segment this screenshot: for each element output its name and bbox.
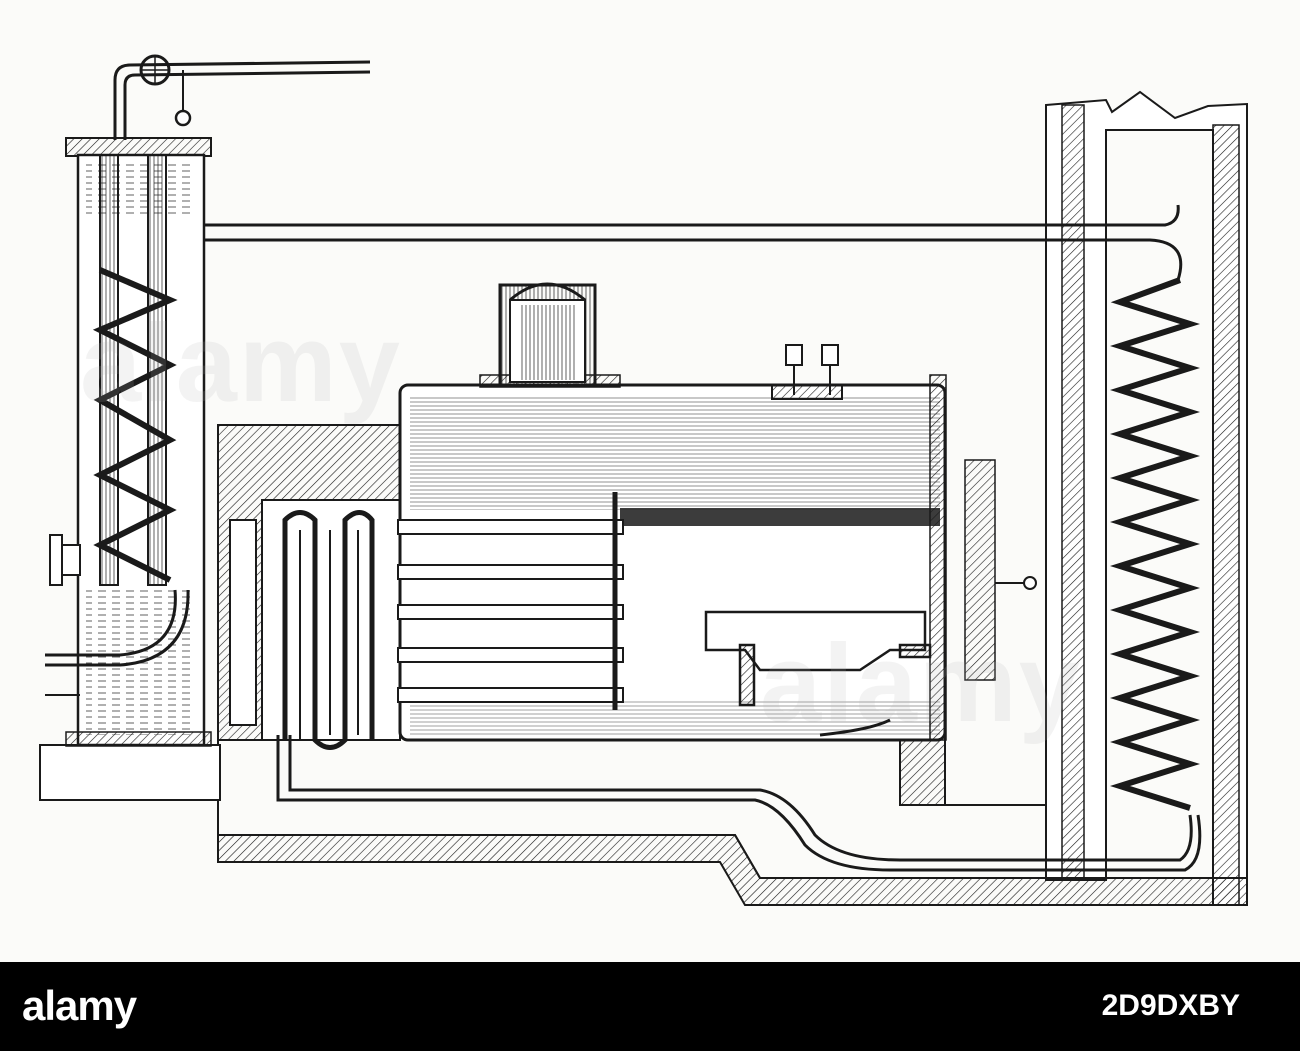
boiler-engraving (39, 54, 1248, 906)
chimney-flue (1045, 90, 1248, 906)
image-id: 2D9DXBY (1101, 989, 1240, 1022)
steam-dome (498, 282, 597, 387)
flue-coil (1109, 277, 1201, 811)
boiler-shell (398, 374, 1037, 742)
feed-water-heater (39, 137, 221, 801)
engraving-illustration: alamy alamy (39, 54, 1248, 906)
fire-tubes (397, 492, 624, 710)
grate (704, 610, 932, 707)
smokebox-coil (282, 510, 375, 750)
footer-bar: alamy 2D9DXBY (0, 962, 1300, 1051)
safety-valves (771, 344, 843, 400)
top-valve-wheel (113, 54, 371, 140)
brand-logo[interactable]: alamy (22, 982, 137, 1029)
